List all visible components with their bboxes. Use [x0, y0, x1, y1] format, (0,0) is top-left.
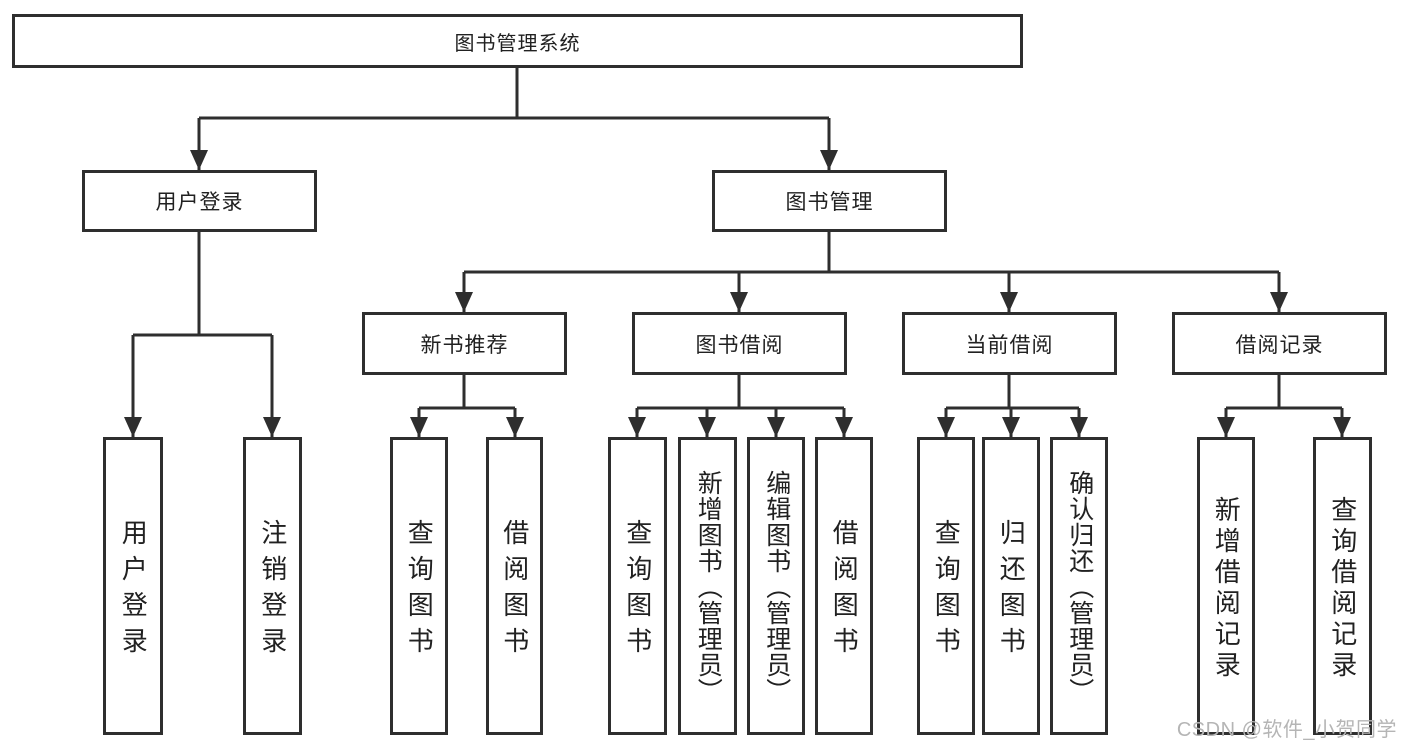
node-label: 新增借阅记录	[1211, 495, 1242, 682]
leaf-borrow-books-recommend: 借阅图书	[486, 437, 543, 735]
node-label: 借阅记录	[1235, 333, 1324, 357]
node-label: 查询借阅记录	[1327, 495, 1358, 682]
leaf-return-books: 归还图书	[982, 437, 1040, 735]
node-label: 借阅图书	[829, 519, 860, 663]
node-label: 查询图书	[622, 519, 653, 663]
node-current-borrow: 当前借阅	[902, 312, 1117, 375]
node-label: 用户登录	[118, 519, 149, 663]
leaf-borrow-books-borrow: 借阅图书	[815, 437, 873, 735]
leaf-user-login: 用户登录	[103, 437, 163, 735]
node-label: 新书推荐	[420, 333, 509, 357]
node-label: 确认归还（管理员）	[1065, 469, 1094, 704]
leaf-logout-login: 注销登录	[243, 437, 302, 735]
leaf-edit-books-admin: 编辑图书（管理员）	[747, 437, 805, 735]
node-label: 图书管理	[785, 191, 874, 214]
node-label: 借阅图书	[499, 519, 530, 663]
node-label: 用户登录	[155, 191, 244, 214]
node-label: 查询图书	[931, 519, 962, 663]
leaf-confirm-return-admin: 确认归还（管理员）	[1050, 437, 1108, 735]
node-label: 图书管理系统	[454, 32, 581, 55]
node-label: 归还图书	[996, 519, 1027, 663]
csdn-watermark: CSDN @软件_小贺同学	[1176, 719, 1397, 741]
node-label: 图书借阅	[695, 333, 784, 357]
leaf-query-books-recommend: 查询图书	[390, 437, 448, 735]
leaf-query-borrow-record: 查询借阅记录	[1313, 437, 1372, 735]
leaf-add-books-admin: 新增图书（管理员）	[678, 437, 737, 735]
node-library-management-system: 图书管理系统	[12, 14, 1023, 68]
node-new-book-recommend: 新书推荐	[362, 312, 567, 375]
node-borrow-records: 借阅记录	[1172, 312, 1387, 375]
node-user-login: 用户登录	[82, 170, 317, 232]
node-label: 注销登录	[257, 519, 288, 663]
node-book-borrow: 图书借阅	[632, 312, 847, 375]
arrowheads	[124, 150, 1351, 437]
node-label: 新增图书（管理员）	[694, 469, 723, 704]
leaf-add-borrow-record: 新增借阅记录	[1197, 437, 1255, 735]
node-label: 当前借阅	[965, 333, 1054, 357]
node-label: 编辑图书（管理员）	[762, 469, 791, 704]
node-book-management: 图书管理	[712, 170, 947, 232]
leaf-query-books-current: 查询图书	[917, 437, 975, 735]
leaf-query-books-borrow: 查询图书	[608, 437, 667, 735]
node-label: 查询图书	[404, 519, 435, 663]
